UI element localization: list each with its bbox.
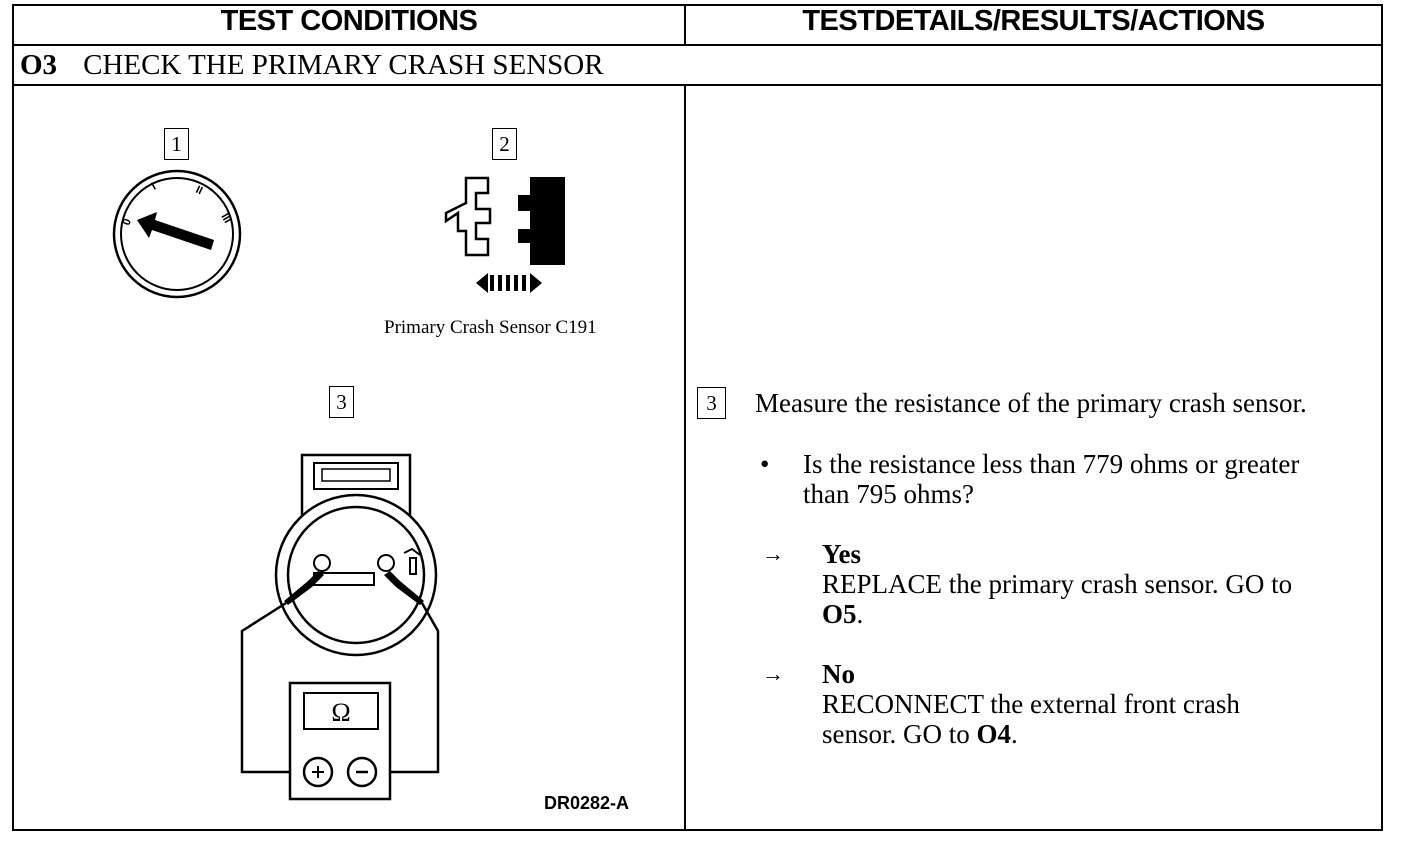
body-column-divider bbox=[684, 85, 686, 831]
figure-id: DR0282-A bbox=[544, 793, 630, 813]
connector-caption: Primary Crash Sensor C191 bbox=[384, 317, 597, 338]
bullet: • bbox=[760, 449, 770, 479]
no-result: No RECONNECT the external front crash se… bbox=[822, 659, 1240, 749]
column-divider bbox=[684, 4, 686, 45]
yes-goto-line: O5. bbox=[822, 599, 1292, 629]
header-divider bbox=[12, 44, 1383, 46]
no-arrow: → bbox=[762, 661, 784, 686]
step-3-label: 3 bbox=[697, 387, 726, 419]
yes-label: Yes bbox=[822, 539, 861, 569]
no-label: No bbox=[822, 659, 855, 689]
yes-period: . bbox=[856, 599, 864, 629]
step-3-instruction: Measure the resistance of the primary cr… bbox=[755, 388, 1307, 418]
ignition-mark-1: I bbox=[150, 181, 159, 193]
step-2-label: 2 bbox=[492, 128, 517, 160]
no-action: RECONNECT the external front crash bbox=[822, 689, 1240, 719]
yes-action: REPLACE the primary crash sensor. GO to bbox=[822, 569, 1293, 599]
yes-arrow: → bbox=[762, 541, 784, 566]
ignition-switch-icon: 0 I II III bbox=[112, 169, 242, 299]
question-line-2: than 795 ohms? bbox=[803, 479, 974, 509]
connector-icon bbox=[444, 176, 565, 293]
section-number: O3 bbox=[20, 49, 58, 81]
ohmmeter-diagram: Ω bbox=[240, 453, 440, 801]
header-test-details: TESTDETAILS/RESULTS/ACTIONS bbox=[802, 5, 1265, 37]
step-3-figure-label: 3 bbox=[329, 386, 354, 418]
ignition-mark-2: II bbox=[194, 184, 205, 197]
ignition-mark-0: 0 bbox=[121, 217, 134, 227]
yes-goto: O5 bbox=[822, 599, 857, 629]
no-goto: O4 bbox=[976, 719, 1012, 749]
no-period: . bbox=[1011, 719, 1018, 749]
yes-result: Yes REPLACE the primary crash sensor. GO… bbox=[822, 539, 1292, 629]
no-goto-line: sensor. GO to O4. bbox=[822, 719, 1240, 749]
question: Is the resistance less than 779 ohms or … bbox=[803, 449, 1299, 509]
section-heading: O3 CHECK THE PRIMARY CRASH SENSOR bbox=[20, 49, 604, 82]
header-test-conditions: TEST CONDITIONS bbox=[220, 5, 478, 37]
table-frame bbox=[12, 4, 1383, 831]
section-divider bbox=[12, 84, 1383, 86]
no-goto-prefix: sensor. GO to bbox=[822, 719, 977, 749]
step-1-label: 1 bbox=[164, 128, 189, 160]
ohm-symbol: Ω bbox=[331, 698, 350, 727]
question-line-1: Is the resistance less than 779 ohms or … bbox=[803, 449, 1300, 479]
section-title: CHECK THE PRIMARY CRASH SENSOR bbox=[83, 49, 604, 81]
